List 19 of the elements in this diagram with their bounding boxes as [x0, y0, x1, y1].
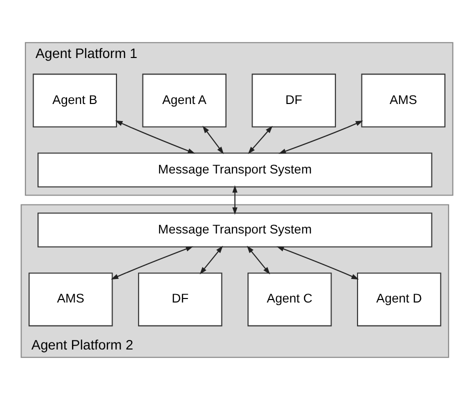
arrow — [232, 185, 238, 215]
arrow — [115, 120, 196, 154]
node-box: DF — [252, 74, 336, 128]
arrow — [248, 126, 273, 154]
node-box: DF — [138, 272, 222, 326]
node-box: Agent D — [357, 272, 442, 326]
arrow — [246, 246, 270, 274]
arrow — [202, 126, 224, 154]
node-box: AMS — [28, 272, 113, 326]
node-box: Message Transport System — [38, 152, 432, 188]
node-box: Agent A — [142, 74, 226, 128]
node-box: Message Transport System — [38, 212, 432, 248]
arrow — [200, 246, 223, 274]
node-box: AMS — [361, 74, 446, 128]
arrow — [276, 246, 359, 280]
arrow — [278, 120, 364, 154]
arrow — [110, 246, 194, 280]
node-box: Agent B — [32, 74, 117, 128]
node-box: Agent C — [248, 272, 332, 326]
